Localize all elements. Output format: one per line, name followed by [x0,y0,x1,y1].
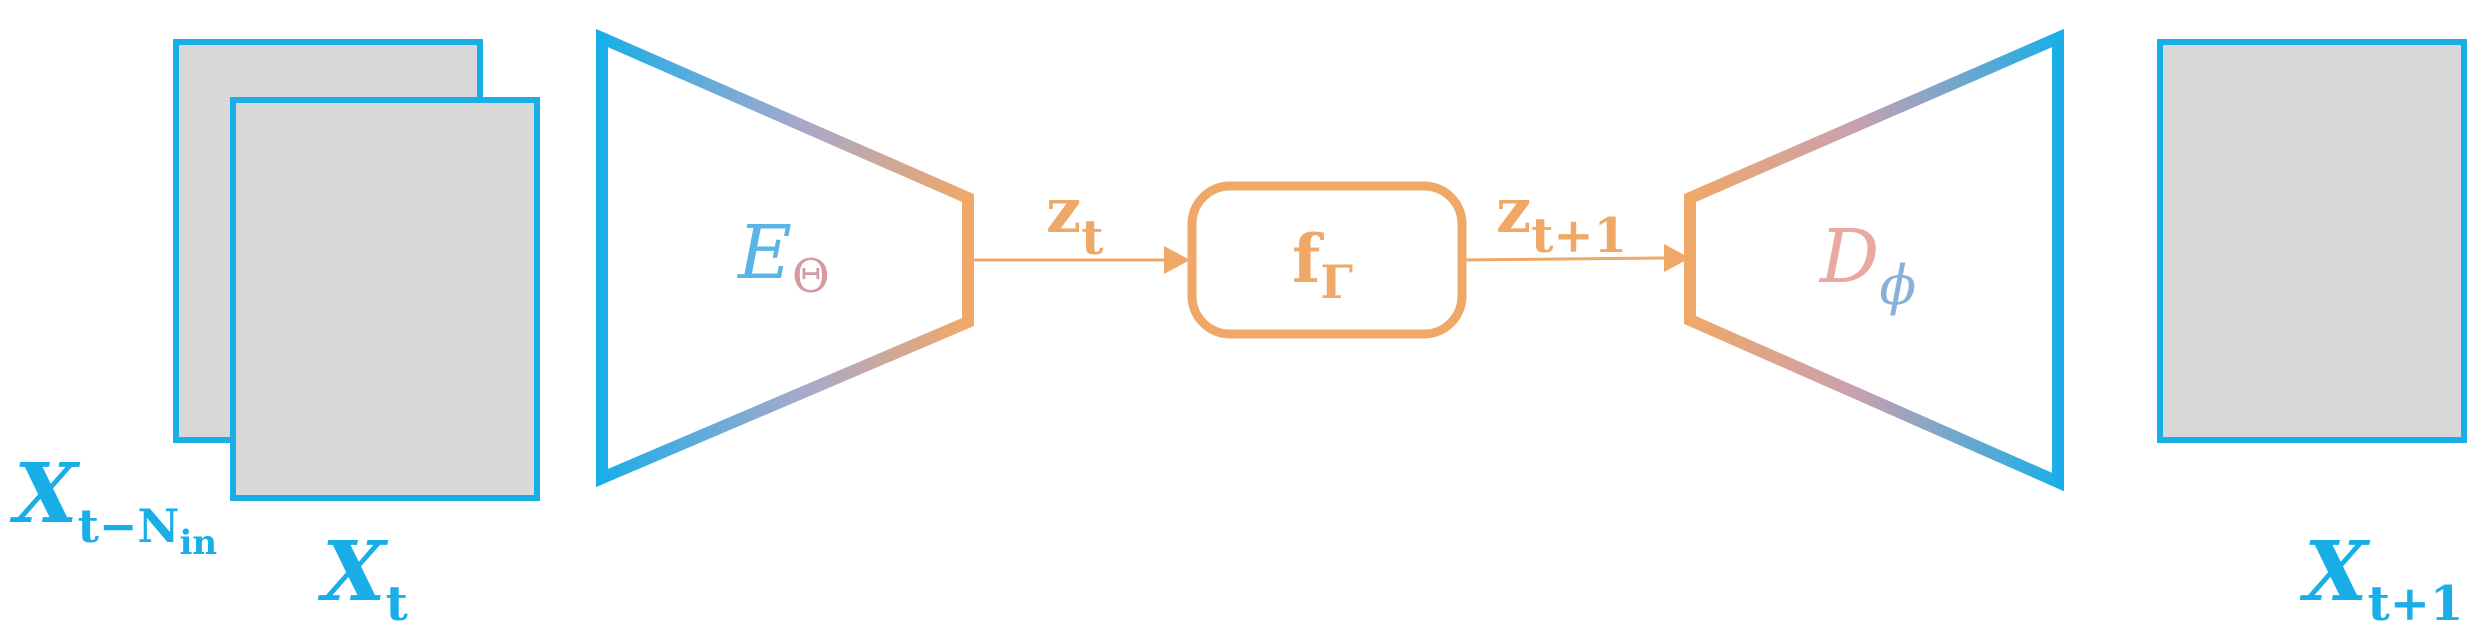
decoder-label: Dϕ [1818,214,1916,317]
decoder-trapezoid-icon [1684,28,2064,492]
output-label: Xt+1 [2299,524,2463,630]
input-current-label: Xt [317,524,408,630]
encoder-label: EΘ [736,210,830,303]
z-next-label: zt+1 [1496,174,1627,264]
arrow-znext-line [1461,256,1665,262]
output-frame [2157,39,2467,443]
transition-label: fΓ [1292,220,1353,309]
arrow-zt-head-icon [1164,246,1190,274]
z-t-label: zt [1046,174,1103,266]
input-frame-front [230,97,540,501]
arrow-znext-head-icon [1664,244,1690,272]
input-past-label: Xt−Nin [9,446,217,563]
encoder-trapezoid-icon [596,28,974,488]
